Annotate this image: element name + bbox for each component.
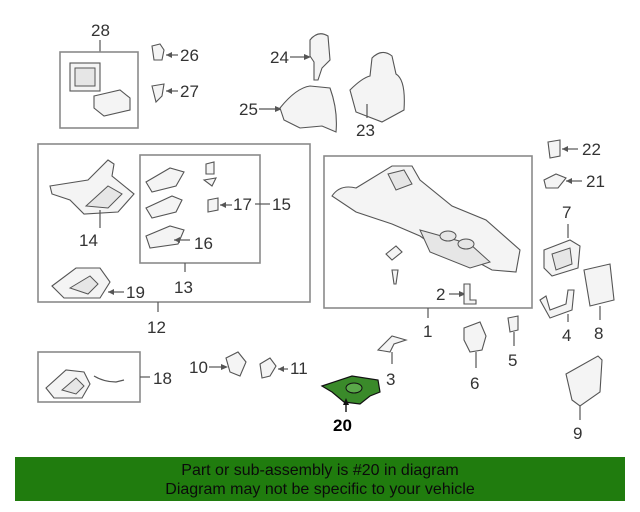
part-4 — [539, 289, 575, 319]
part-8 — [583, 263, 615, 307]
callout-15: 15 — [272, 195, 291, 214]
callout-7: 7 — [562, 203, 571, 222]
callout-25: 25 — [239, 100, 258, 119]
part-25-boot — [279, 85, 337, 133]
callout-17: 17 — [233, 195, 252, 214]
part-28-block — [93, 89, 131, 117]
part-6-group: 6 — [463, 321, 487, 393]
part-28-box — [59, 51, 139, 129]
part-27-group: 27 — [151, 82, 199, 104]
part-11-group: 11 — [259, 357, 308, 379]
part-22-group: 22 — [547, 139, 601, 159]
part-18-group: 18 — [37, 351, 172, 403]
box-15 — [139, 154, 261, 264]
part-23-boot — [349, 51, 405, 123]
callout-26: 26 — [180, 46, 199, 65]
part-3-group: 3 — [376, 335, 408, 389]
part-26-group: 26 — [151, 43, 199, 65]
part-10-group: 10 — [189, 351, 247, 377]
callout-19: 19 — [126, 283, 145, 302]
part-21-group: 21 — [543, 172, 605, 191]
part-9 — [565, 355, 603, 407]
part-1-console — [331, 165, 521, 273]
callout-20: 20 — [333, 416, 352, 435]
callout-13: 13 — [174, 278, 193, 297]
callout-23: 23 — [356, 121, 375, 140]
callout-9: 9 — [573, 424, 582, 443]
callout-10: 10 — [189, 358, 208, 377]
callout-3: 3 — [386, 370, 395, 389]
assembly-12-group: 14 17 15 16 13 19 12 — [37, 143, 311, 337]
info-banner: Part or sub-assembly is #20 in diagram D… — [15, 457, 625, 501]
callout-21: 21 — [586, 172, 605, 191]
part-11 — [259, 357, 277, 379]
parts-diagram: 28 26 27 24 25 23 — [37, 21, 615, 443]
part-10 — [225, 351, 247, 377]
box-12 — [37, 143, 311, 303]
banner-line-1: Part or sub-assembly is #20 in diagram — [181, 462, 459, 479]
banner-line-2: Diagram may not be specific to your vehi… — [165, 481, 475, 498]
callout-16: 16 — [194, 234, 213, 253]
callout-14: 14 — [79, 231, 98, 250]
part-8-group: 8 — [583, 263, 615, 343]
part-9-group: 9 — [565, 355, 603, 443]
part-5-group: 5 — [507, 315, 519, 370]
part-28-group: 28 — [59, 21, 139, 129]
callout-11: 11 — [290, 359, 308, 378]
part-7-group: 7 — [543, 203, 581, 277]
callout-6: 6 — [470, 374, 479, 393]
part-4-group: 4 — [539, 289, 575, 345]
part-6 — [463, 321, 487, 353]
part-5 — [507, 315, 519, 333]
part-20-group[interactable]: 20 — [320, 375, 381, 435]
callout-2: 2 — [436, 285, 445, 304]
part-3 — [376, 335, 408, 353]
callout-24: 24 — [270, 48, 289, 67]
part-24-knob — [309, 33, 331, 81]
callout-1: 1 — [423, 322, 432, 341]
callout-22: 22 — [582, 140, 601, 159]
callout-28: 28 — [91, 21, 110, 40]
callout-8: 8 — [594, 324, 603, 343]
callout-5: 5 — [508, 351, 517, 370]
part-24-group: 24 — [270, 33, 331, 81]
callout-27: 27 — [180, 82, 199, 101]
part-25-group: 25 — [239, 85, 337, 133]
callout-4: 4 — [562, 326, 571, 345]
assembly-1-group: 2 1 — [323, 155, 533, 341]
part-23-group: 23 — [349, 51, 405, 140]
callout-18: 18 — [153, 369, 172, 388]
callout-12: 12 — [147, 318, 166, 337]
